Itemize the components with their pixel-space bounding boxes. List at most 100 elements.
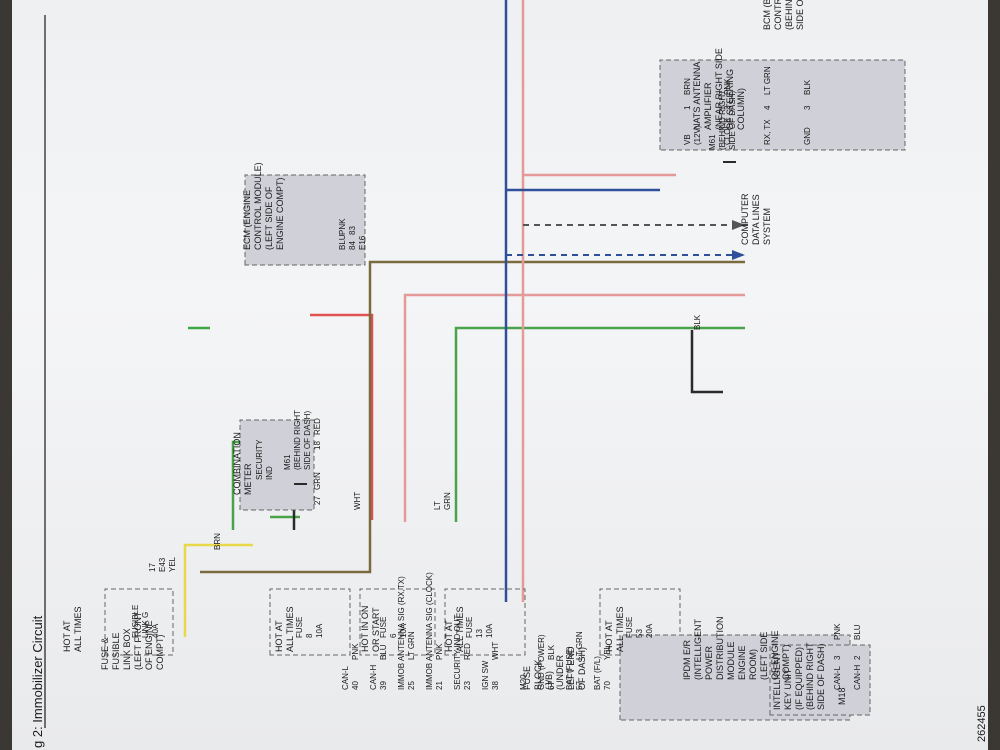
nats-label-line-0: NATS ANTENNA [692,62,702,130]
fuse-13-box [444,588,526,656]
fuse-block-label-line-0: FUSE [522,666,532,690]
fusible-link-location-label-line-4: OF ENGINE [144,620,154,670]
bcm-pin-name-1: BAT (FUSE) [565,646,574,690]
bcm-pin-name-7: IMMOB ANTENNA SIG (RX,TX) [397,576,406,690]
red-wire-security [310,313,374,520]
fuse-53-device-label-line-0: FUSE [625,617,634,638]
ikey-pin-name-1: CAN-L [833,665,842,690]
fusible-link-location-label-line-0: FUSE & [100,637,110,670]
nats-label-line-4: COLUMN) [736,88,746,130]
fusible-link-location-label-line-3: (LEFT FRONT [133,611,143,670]
bcm-pin-wire-8: BLU [379,644,388,660]
wires [183,0,745,637]
wire-label-lt: LT [433,501,442,510]
fuse-6-device-label-line-0: FUSE [379,617,388,638]
bcm-connector: M18 [837,687,847,705]
fuse-8-device-label-line-1: 8 [305,633,314,638]
fuse-8-box [269,588,351,656]
ipdm-label-line-3: DISTRIBUTION [715,616,725,680]
bcm-pin-number-1: 57 [575,681,584,690]
fuse-6-box [359,588,436,656]
ikey-label-line-1: KEY UNIT [783,668,793,710]
fusible-link-device-label-line-0: FUSIBLE [131,605,140,638]
nats-pin-name-2: RX, TX [763,119,772,145]
bcm-pin-number-3: M20 [519,674,528,690]
ipdm-label-line-2: POWER [704,645,714,680]
fuse-block-label-line-1: BLOCK [533,659,543,690]
fuse-13-device-label-line-0: FUSE [465,617,474,638]
ipdm-pin-wire: YEL [168,556,177,572]
nats-pin-name-1: CLOCK [723,117,732,145]
bcm-pin-wire-1: LT GRN [575,631,584,660]
bcm-pin-name-4: IGN SW [481,660,490,690]
ecm-pin-wire-1: PNK [338,218,347,235]
bcm-pin-wire-0: YEL [603,644,612,660]
fuse-13-hot-label-line-0: HOT AT [444,620,454,652]
bcm-pin-wire-5: RED [463,643,472,660]
nats-pin-name-3: GND [803,127,812,145]
nats-pin-name-0: VB [683,134,692,145]
bcm-label-line-2: (BEHIND RIGHT [784,0,794,30]
nats-pin-number-2: 4 [763,105,772,110]
ltgrn-wire-rxtx [454,326,745,522]
bcm-pin-name-0: BAT (F/L) [593,656,602,690]
fuse-8-device-label-line-2: 10A [315,623,324,638]
meter-wire-in: GRN [313,472,322,490]
nats-label-line-2: (NEAR RIGHT SIDE [714,48,724,130]
fuse-6-hot-label-line-0: HOT IN ON [360,606,370,652]
fuse-8-device-label-line-0: FUSE [295,617,304,638]
bcm-label-line-0: BCM (BODY [762,0,772,30]
bcm-pin-wire-6: PNK [435,643,444,660]
data-arrow-pnk [732,220,745,230]
fusible-link-box [104,588,174,656]
fuse-6-hot-label-line-1: OR START [371,607,381,652]
ipdm-pin-connector: E43 [158,557,167,572]
fuse-53-device-label-line-2: 20A [645,623,654,638]
ikey-pin-number-1: 3 [833,655,842,660]
combination-meter-label-line-1: METER [243,463,253,495]
ipdm-label-line-8: OF ENGINE [770,630,780,680]
security-ind-label-line-0: SECURITY [255,439,264,480]
ipdm-label-line-9: COMPT) [781,645,791,681]
fuse-block-label-line-3: (UNDER [555,655,565,690]
bcm-pin-name-6: IMMOB ANTENNA SIG (CLOCK) [425,572,434,690]
fusible-link-hot-label-line-0: HOT AT [62,620,72,652]
ipdm-label-line-7: (LEFT SIDE [759,632,769,680]
fusible-link-device-label-line-2: 40A [151,623,160,638]
nats-pin-wire-2: LT GRN [763,66,772,95]
bcm-pin-number-8: 39 [379,681,388,690]
computer-data-lines-label-line-2: SYSTEM [762,208,772,245]
bcm-pin-wire-9: PNK [351,643,360,660]
computer-data-lines-label-line-1: DATA LINES [751,194,761,245]
wire-label-blk: BLK [693,314,702,330]
fuse-6-device-label-line-2: 10A [399,623,408,638]
bcm-pin-name-8: CAN-H [369,664,378,690]
fusible-link-device-label-line-1: LINK G [141,612,150,638]
nats-pin-number-3: 3 [803,105,812,110]
ikey-label-line-2: (IF EQUIPPED) [794,647,804,710]
bcm-pin-number-7: 25 [407,681,416,690]
bcm-pin-number-9: 40 [351,681,360,690]
bcm-pin-wire-7: LT GRN [407,631,416,660]
ikey-pin-wire-0: BLU [853,624,862,640]
bcm-pin-number-0: 70 [603,681,612,690]
bcm-pin-number-4: 38 [491,681,500,690]
fuse-8-hot-label-line-1: ALL TIMES [285,606,295,652]
ikey-module [769,644,871,716]
bcm-pin-number-2: 67 [547,681,556,690]
bcm-pin-wire-4: WHT [491,642,500,660]
security-ind-label-line-1: IND [265,466,274,480]
blk-wire-nats-gnd [690,330,723,394]
ground-m61-name: M61 [283,454,292,470]
figure-title: g 2: Immobilizer Circuit [30,615,45,748]
ikey-label-line-3: (BEHIND RIGHT [805,642,815,710]
bcm-pin-number-5: 23 [463,681,472,690]
ikey-pin-number-0: 2 [853,655,862,660]
fusible-link-location-label-line-2: LINK BOX [122,628,132,670]
ground-m61-location-line-1: SIDE OF DASH) [303,411,312,470]
ipdm-label-line-4: MODULE [726,641,736,680]
figure-number: 262455 [976,705,988,742]
ipdm-pin-number: 17 [148,563,157,572]
